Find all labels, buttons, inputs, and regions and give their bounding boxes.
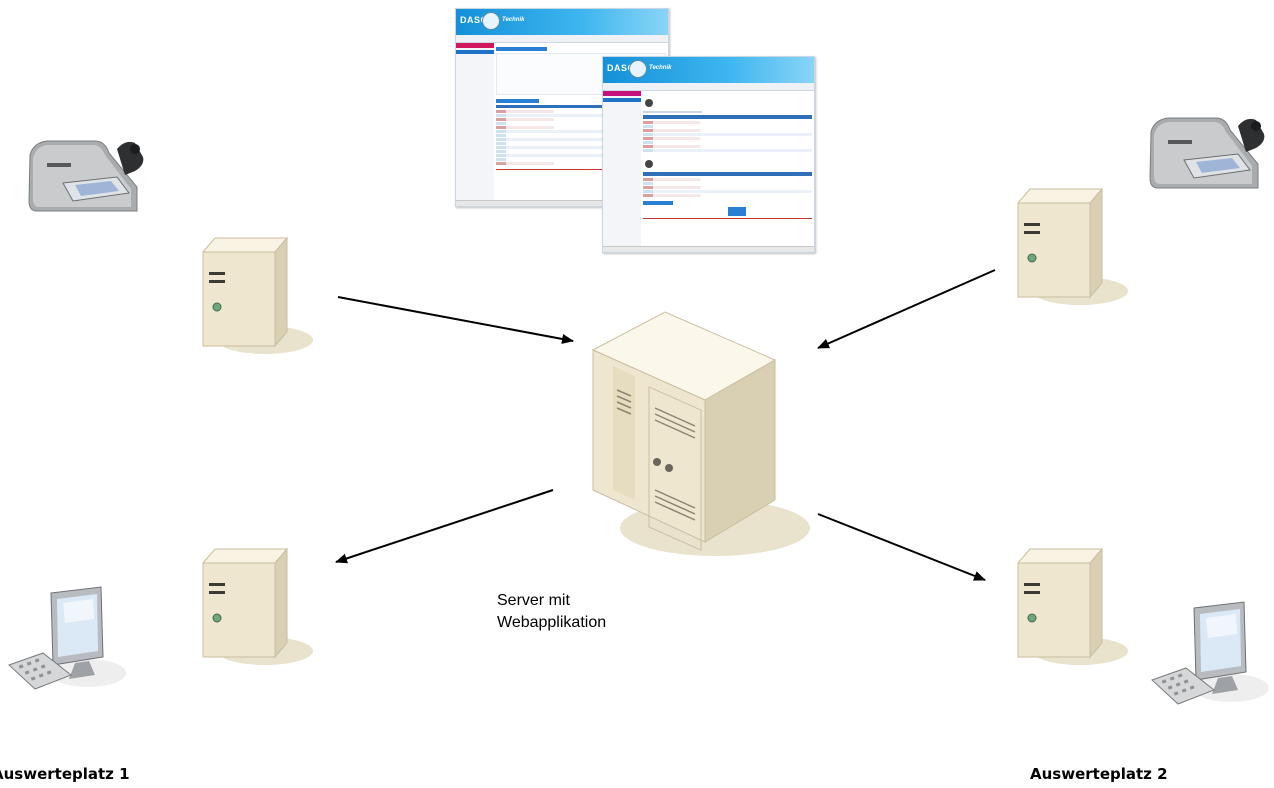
server-label-line1: Server mit: [497, 592, 570, 609]
screenshot-brand: Technik: [649, 65, 672, 71]
card-reader-icon: [28, 140, 144, 212]
arrow-pc1-to-server: [337, 296, 574, 344]
workstation-icon: [1151, 601, 1269, 705]
screenshot-logo: DASO: [607, 63, 636, 73]
arrow-server-to-ws2: [817, 513, 986, 581]
pc-tower-icon: [1016, 187, 1128, 305]
web-application-screenshot-2: DASO Technik: [602, 56, 815, 253]
pc-tower-icon: [201, 236, 313, 354]
logo-globe-icon: [629, 60, 647, 78]
arrow-server-to-ws1: [335, 489, 554, 564]
pc-tower-icon: [1016, 547, 1128, 665]
screenshot-brand: Technik: [502, 17, 525, 23]
workstation-1-label: Auswerteplatz 1: [0, 765, 130, 783]
server-label: Server mit Webapplikation: [497, 590, 606, 634]
workstation-icon: [8, 586, 126, 690]
pc-tower-icon: [201, 547, 313, 665]
logo-globe-icon: [482, 12, 500, 30]
server-label-line2: Webapplikation: [497, 614, 607, 631]
workstation-2-label: Auswerteplatz 2: [1030, 765, 1168, 783]
card-reader-icon: [1149, 117, 1265, 189]
server-icon: [591, 311, 810, 556]
arrow-pc2-to-server: [817, 269, 996, 349]
screenshot-logo: DASO: [460, 15, 489, 25]
